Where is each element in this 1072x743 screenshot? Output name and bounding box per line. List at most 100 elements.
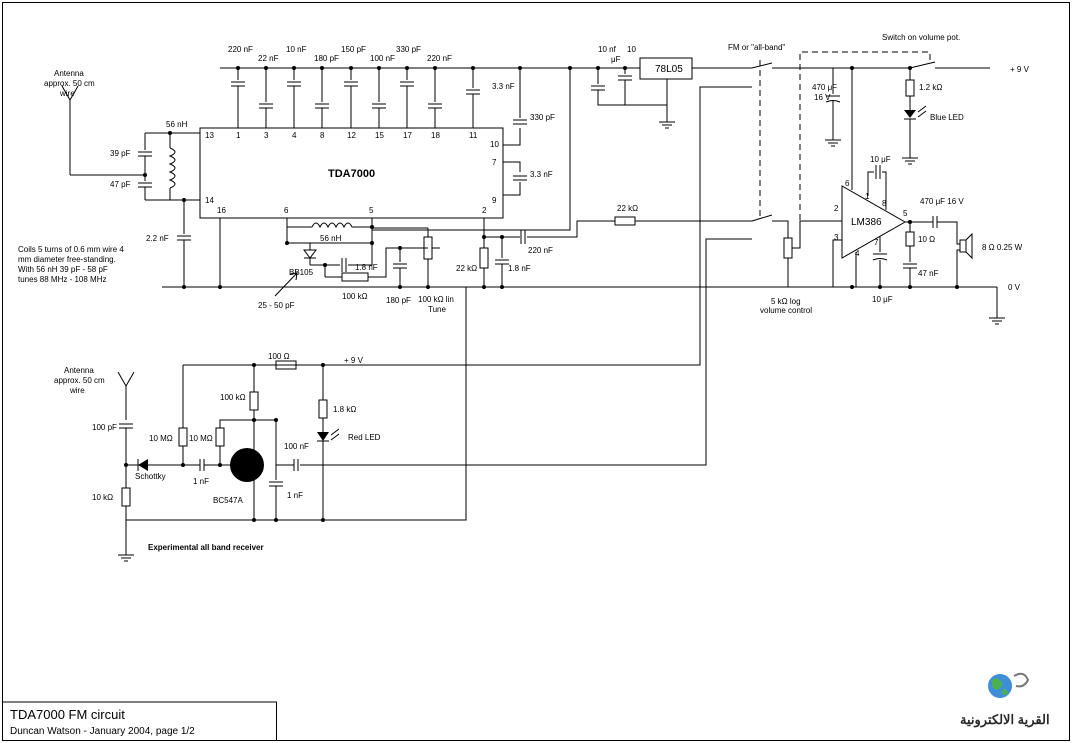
coil-56nh-b-label: 56 nH xyxy=(320,234,342,243)
cap-label-3: 10 nF xyxy=(286,45,307,54)
res-1k2-label: 1.2 kΩ xyxy=(919,83,942,92)
svg-text:8: 8 xyxy=(320,131,325,140)
logo-text: القرية الالكترونية xyxy=(960,712,1050,728)
svg-text:3: 3 xyxy=(834,233,839,242)
res-22k-b-label: 22 kΩ xyxy=(617,204,638,213)
title-block xyxy=(2,701,277,741)
ground-icon-main xyxy=(988,287,1006,325)
volume-pot[interactable] xyxy=(783,220,840,287)
trimmer-label: 25 - 50 pF xyxy=(258,301,295,310)
cap-1nf-b-label: 1 nF xyxy=(287,491,303,500)
cap-label-4: 180 pF xyxy=(314,54,339,63)
ground-0v-label: 0 V xyxy=(1008,283,1021,292)
svg-text:13: 13 xyxy=(205,131,214,140)
cap-3n3-label: 3.3 nF xyxy=(492,82,515,91)
cap-47nf-label: 47 nF xyxy=(918,269,939,278)
res-10k-label: 10 kΩ xyxy=(92,493,113,502)
res-22k-a-label: 22 kΩ xyxy=(456,264,477,273)
svg-text:2: 2 xyxy=(834,204,839,213)
svg-text:16: 16 xyxy=(217,206,226,215)
svg-text:7: 7 xyxy=(874,238,879,247)
tda7000-chip xyxy=(199,127,504,219)
cap-100nf-label: 100 nF xyxy=(284,442,309,451)
tda-right-capacitors xyxy=(503,68,528,196)
cap-1n8-b-label: 1.8 nF xyxy=(508,264,531,273)
speaker-label: 8 Ω 0.25 W xyxy=(982,243,1023,252)
cap-180pf-label: 180 pF xyxy=(386,296,411,305)
supply-9v-label: + 9 V xyxy=(1010,65,1030,74)
trimmer-arrow xyxy=(274,272,298,297)
band-switch-label: FM or "all-band" xyxy=(728,43,785,52)
antenna1-label: Antenna xyxy=(54,69,84,78)
supply-feed xyxy=(372,68,571,231)
coil-56nh-label: 56 nH xyxy=(166,120,188,129)
svg-text:7: 7 xyxy=(492,158,497,167)
svg-text:9: 9 xyxy=(492,196,497,205)
cap-10uf-bot-label: 10 μF xyxy=(872,295,893,304)
antenna1-label-b: approx. 50 cm xyxy=(44,79,95,88)
svg-text:12: 12 xyxy=(347,131,356,140)
cap-label-2: 22 nF xyxy=(258,54,279,63)
lm386-label: LM386 xyxy=(851,217,882,228)
svg-text:15: 15 xyxy=(375,131,384,140)
lm386-chip xyxy=(841,185,907,259)
svg-text:17: 17 xyxy=(403,131,412,140)
cap-10nf-label: 10 nf xyxy=(598,45,617,54)
svg-text:5: 5 xyxy=(903,209,908,218)
supply-and-led xyxy=(824,61,990,183)
antenna1-label-c: wire xyxy=(59,89,75,98)
svg-text:6: 6 xyxy=(284,206,289,215)
receiver-wiring xyxy=(117,287,467,562)
top-rail-junctions xyxy=(236,66,627,70)
red-led-label: Red LED xyxy=(348,433,381,442)
volume-switch-link xyxy=(799,51,931,240)
coil-note-1: Coils 5 turns of 0.6 mm wire 4 xyxy=(18,245,124,254)
antenna-2-icon xyxy=(117,371,135,420)
res-100k-b-label: 100 kΩ xyxy=(220,393,246,402)
band-switch[interactable] xyxy=(183,62,852,466)
pot-tune-label-1: 100 kΩ lin xyxy=(418,295,454,304)
svg-text:1: 1 xyxy=(236,131,241,140)
svg-text:6: 6 xyxy=(845,179,850,188)
svg-text:1: 1 xyxy=(865,192,870,201)
oscillator-tank xyxy=(285,218,440,287)
input-tank xyxy=(137,131,200,287)
cap-100pf-label: 100 pF xyxy=(92,423,117,432)
author-text: Duncan Watson - January 2004, page 1/2 xyxy=(10,726,195,737)
res-10m-b-label: 10 MΩ xyxy=(189,434,213,443)
supply-9v-b-label: + 9 V xyxy=(344,356,364,365)
cap-1n8-a-label: 1.8 nF xyxy=(355,263,378,272)
cap-47pf-label: 47 pF xyxy=(110,180,131,189)
antenna2-label: Antenna xyxy=(64,366,94,375)
svg-text:2: 2 xyxy=(482,206,487,215)
cap-label-1: 220 nF xyxy=(228,45,253,54)
svg-text:18: 18 xyxy=(431,131,440,140)
svg-text:4: 4 xyxy=(292,131,297,140)
cap-label-6: 100 nF xyxy=(370,54,395,63)
coil-note-3: With 56 nH 39 pF - 58 pF xyxy=(18,265,108,274)
cap-10uf-reg-label-2: μF xyxy=(611,55,621,64)
tda7000-label: TDA7000 xyxy=(328,168,375,180)
cap-1nf-a-label: 1 nF xyxy=(193,477,209,486)
pot-tune-label-2: Tune xyxy=(428,305,446,314)
volume-label-1: 5 kΩ log xyxy=(771,297,801,306)
svg-text:5: 5 xyxy=(369,206,374,215)
coil-note-4: tunes 88 MHz - 108 MHz xyxy=(18,275,106,284)
svg-text:14: 14 xyxy=(205,196,214,205)
regulator-section xyxy=(590,57,752,129)
volume-label-2: volume control xyxy=(760,306,812,315)
antenna2-label-c: wire xyxy=(69,386,85,395)
res-100k-label: 100 kΩ xyxy=(342,292,368,301)
res-100ohm-label: 100 Ω xyxy=(268,352,290,361)
pin2-network xyxy=(479,216,752,287)
transistor-label: BC547A xyxy=(213,496,243,505)
cap-label-7: 330 pF xyxy=(396,45,421,54)
tda7000-pin-numbers: 13 1 3 4 8 12 15 17 18 11 10 7 9 14 16 6… xyxy=(205,131,499,215)
blue-led-label: Blue LED xyxy=(930,113,964,122)
receiver-caption: Experimental all band receiver xyxy=(148,543,264,552)
cap-label-8: 220 nF xyxy=(427,54,452,63)
svg-text:11: 11 xyxy=(469,131,478,140)
res-10-label: 10 Ω xyxy=(918,235,935,244)
